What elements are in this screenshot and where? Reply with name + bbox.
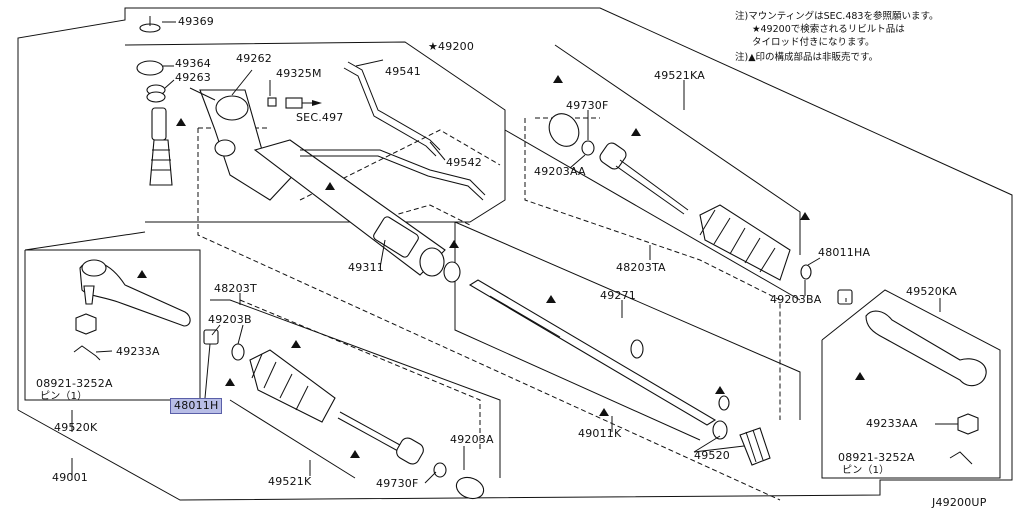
label-48011h[interactable]: 48011H bbox=[170, 398, 223, 414]
note-rebuilt: ★49200で検索されるリビルト品は bbox=[752, 24, 905, 35]
label-49521k[interactable]: 49521K bbox=[268, 475, 312, 488]
rack-box bbox=[454, 222, 701, 441]
label-49542[interactable]: 49542 bbox=[446, 156, 482, 169]
label-49541[interactable]: 49541 bbox=[385, 65, 421, 78]
dashed-boundary-left bbox=[197, 128, 781, 501]
label-49520ka[interactable]: 49520KA bbox=[906, 285, 957, 298]
label-49233aa[interactable]: 49233AA bbox=[866, 417, 918, 430]
label-pin-right: ピン（1） bbox=[842, 465, 890, 476]
diagram-code: J49200UP bbox=[932, 496, 987, 509]
label-08921-3252a-left[interactable]: 08921-3252A bbox=[36, 377, 113, 390]
label-49311[interactable]: 49311 bbox=[348, 261, 384, 274]
label-49203aa[interactable]: 49203AA bbox=[534, 165, 586, 178]
label-49200[interactable]: ★49200 bbox=[428, 40, 475, 53]
label-49520[interactable]: 49520 bbox=[694, 449, 730, 462]
label-49001[interactable]: 49001 bbox=[52, 471, 88, 484]
label-48203t[interactable]: 48203T bbox=[214, 282, 257, 295]
label-49364[interactable]: 49364 bbox=[175, 57, 211, 70]
label-49203ba[interactable]: 49203BA bbox=[770, 293, 822, 306]
label-49203a[interactable]: 49203A bbox=[450, 433, 494, 446]
label-49271[interactable]: 49271 bbox=[600, 289, 636, 302]
label-49262[interactable]: 49262 bbox=[236, 52, 272, 65]
note-tie-rod: タイロッド付きになります。 bbox=[752, 37, 875, 48]
label-49233a[interactable]: 49233A bbox=[116, 345, 160, 358]
note-mounting: 注)マウンティングはSEC.483を参照願います。 bbox=[735, 11, 939, 22]
label-49520k[interactable]: 49520K bbox=[54, 421, 98, 434]
tie-rod-kit-box-right bbox=[554, 44, 801, 255]
label-49730f-top[interactable]: 49730F bbox=[566, 99, 609, 112]
label-49730f-bottom[interactable]: 49730F bbox=[376, 477, 419, 490]
outer-frame bbox=[17, 7, 1013, 501]
rack-assembly-box bbox=[124, 41, 506, 223]
label-49011k[interactable]: 49011K bbox=[578, 427, 622, 440]
label-sec497[interactable]: SEC.497 bbox=[296, 111, 344, 124]
label-pin-left: ピン（1） bbox=[40, 391, 88, 402]
label-49369[interactable]: 49369 bbox=[178, 15, 214, 28]
note-not-sold: 注)▲印の構成部品は非販売です。 bbox=[735, 52, 879, 63]
label-48011ha[interactable]: 48011HA bbox=[818, 246, 871, 259]
label-48203ta[interactable]: 48203TA bbox=[616, 261, 666, 274]
tie-rod-end-box-right bbox=[821, 289, 1001, 479]
label-08921-3252a-right[interactable]: 08921-3252A bbox=[838, 451, 915, 464]
label-49263[interactable]: 49263 bbox=[175, 71, 211, 84]
label-49203b[interactable]: 49203B bbox=[208, 313, 252, 326]
label-49521ka[interactable]: 49521KA bbox=[654, 69, 705, 82]
label-49325m[interactable]: 49325M bbox=[276, 67, 322, 80]
